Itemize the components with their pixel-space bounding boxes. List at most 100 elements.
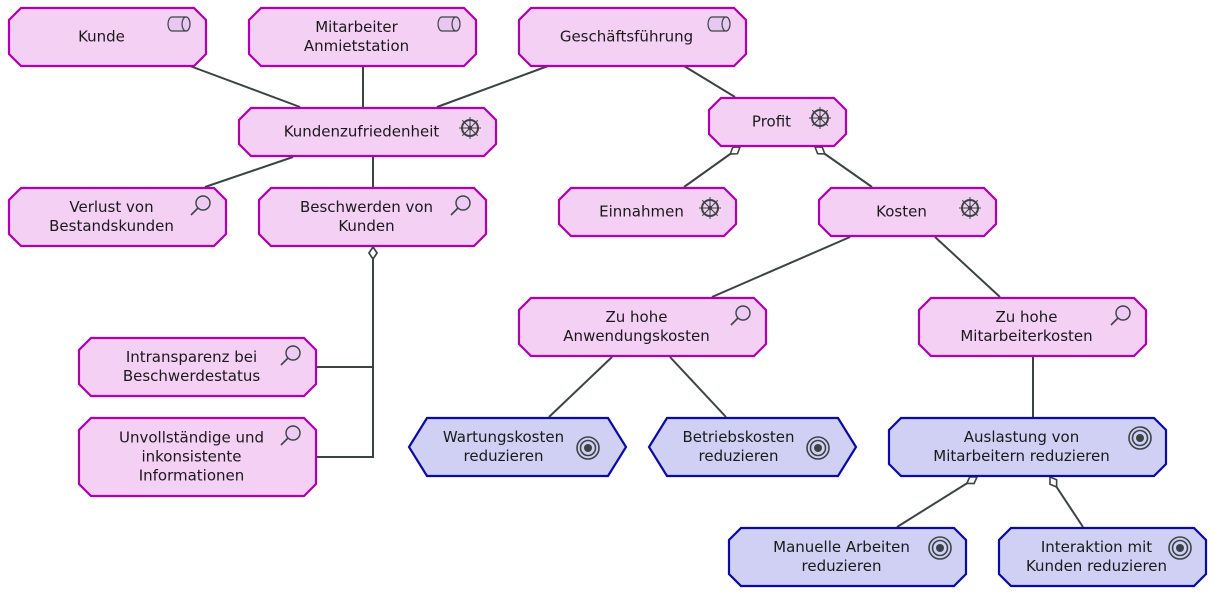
assessment-icon xyxy=(730,305,751,326)
node-label-line: Bestandskunden xyxy=(49,217,174,235)
node-label-line: Verlust von xyxy=(69,198,153,216)
connection-gf-kz[interactable] xyxy=(436,65,549,108)
node-label-line: Profit xyxy=(752,113,791,131)
node-shape[interactable] xyxy=(7,186,228,248)
connection-profit-einnahmen[interactable] xyxy=(683,144,742,188)
node-shape[interactable] xyxy=(77,336,318,398)
node-shape[interactable] xyxy=(707,96,848,148)
node-label-line: Kunden xyxy=(338,217,394,235)
connection-kosten-anwendung[interactable] xyxy=(711,236,851,298)
aggregation-line[interactable] xyxy=(896,476,978,528)
association-line[interactable] xyxy=(204,156,294,188)
stakeholder-icon xyxy=(707,16,731,32)
connection-anwendung-betrieb[interactable] xyxy=(669,356,727,418)
node-label-line: Wartungskosten xyxy=(443,428,564,446)
connection-beschwerden-intransparenz[interactable] xyxy=(317,245,378,368)
node-label-line: Unvollständige und xyxy=(119,429,264,447)
node-shape[interactable] xyxy=(7,6,208,68)
driver-icon xyxy=(699,197,721,219)
goal-icon xyxy=(806,436,830,460)
node-shape[interactable] xyxy=(817,186,998,238)
node-kz[interactable]: Kundenzufriedenheit xyxy=(237,106,498,158)
node-label-line: Intransparenz bei xyxy=(126,348,257,366)
aggregation-diamond-icon xyxy=(729,146,742,155)
node-shape[interactable] xyxy=(517,6,748,68)
node-shape[interactable] xyxy=(77,416,318,498)
node-label-line: reduzieren xyxy=(802,557,882,575)
aggregation-line[interactable] xyxy=(317,247,374,368)
node-label-line: Zu hohe xyxy=(996,308,1058,326)
association-line[interactable] xyxy=(189,65,301,108)
connections xyxy=(189,65,1084,528)
node-label-line: inkonsistente xyxy=(141,448,241,466)
node-shape[interactable] xyxy=(917,296,1148,358)
association-line[interactable] xyxy=(669,356,727,418)
node-label-line: Mitarbeiter xyxy=(315,18,398,36)
association-line[interactable] xyxy=(436,65,549,108)
node-gf[interactable]: Geschäftsführung xyxy=(517,6,748,68)
node-profit[interactable]: Profit xyxy=(707,96,848,148)
connection-auslastung-manuell[interactable] xyxy=(896,474,979,528)
node-kosten[interactable]: Kosten xyxy=(817,186,998,238)
connection-kosten-mitarbeiterkosten[interactable] xyxy=(934,236,1001,298)
node-label-line: Zu hohe xyxy=(606,308,668,326)
driver-icon xyxy=(809,107,831,129)
goal-icon xyxy=(928,536,952,560)
node-label: Profit xyxy=(752,113,791,131)
node-shape[interactable] xyxy=(887,416,1168,478)
node-shape[interactable] xyxy=(517,296,768,358)
association-line[interactable] xyxy=(548,356,613,418)
node-shape[interactable] xyxy=(257,186,488,248)
connection-kz-verlust[interactable] xyxy=(204,156,294,188)
node-shape[interactable] xyxy=(247,6,478,68)
association-line[interactable] xyxy=(934,236,1001,298)
node-shape[interactable] xyxy=(557,186,738,238)
aggregation-line[interactable] xyxy=(317,247,374,458)
connection-beschwerden-unvollstaendig[interactable] xyxy=(317,245,378,458)
node-shape[interactable] xyxy=(997,526,1208,588)
stakeholder-icon xyxy=(437,16,461,32)
node-label-line: Kosten xyxy=(876,203,927,221)
node-shape[interactable] xyxy=(727,526,968,588)
connection-auslastung-interaktion[interactable] xyxy=(1047,475,1084,528)
node-label-line: Mitarbeiterkosten xyxy=(960,327,1092,345)
node-label: Kosten xyxy=(876,203,927,221)
node-label-line: reduzieren xyxy=(464,447,544,465)
aggregation-diamond-icon xyxy=(813,146,827,155)
association-line[interactable] xyxy=(683,65,736,98)
node-label-line: Kundenzufriedenheit xyxy=(284,123,440,141)
assessment-icon xyxy=(190,195,211,216)
connection-profit-kosten[interactable] xyxy=(813,144,873,188)
node-einnahmen[interactable]: Einnahmen xyxy=(557,186,738,238)
node-shape[interactable] xyxy=(647,416,858,478)
assessment-icon xyxy=(450,195,471,216)
node-shape[interactable] xyxy=(407,416,628,478)
aggregation-diamond-icon xyxy=(1049,475,1058,489)
connection-gf-profit[interactable] xyxy=(683,65,736,98)
connection-anwendung-wartung[interactable] xyxy=(548,356,613,418)
node-label-line: Auslastung von xyxy=(964,428,1080,446)
node-kunde[interactable]: Kunde xyxy=(7,6,208,68)
node-shape[interactable] xyxy=(237,106,498,158)
connection-kunde-kz[interactable] xyxy=(189,65,301,108)
association-line[interactable] xyxy=(711,236,851,298)
